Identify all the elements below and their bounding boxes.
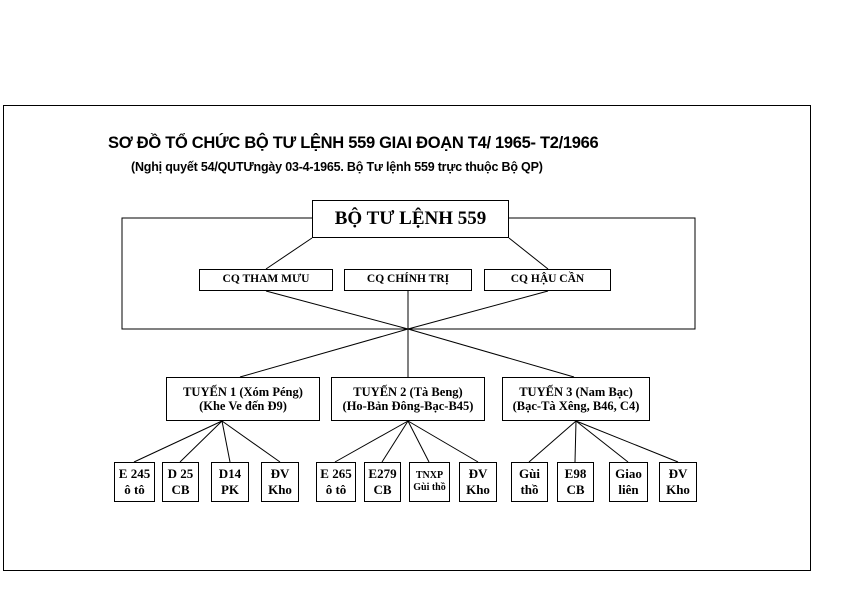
unit-label: E 265 xyxy=(320,466,352,482)
connector-line-3-unit-2 xyxy=(574,420,577,463)
command-label: BỘ TƯ LỆNH 559 xyxy=(334,208,487,230)
unit-label: ĐV xyxy=(668,466,688,482)
connector-line-3-unit-3 xyxy=(575,420,629,463)
unit-box-l3-3: Giao liên xyxy=(609,462,648,502)
unit-box-l2-2: E279 CB xyxy=(364,462,401,502)
unit-box-l1-3: D14 PK xyxy=(211,462,249,502)
connector-line-1-unit-1 xyxy=(133,420,223,463)
unit-label: Giao xyxy=(615,466,642,482)
agency-label: CQ HẬU CẦN xyxy=(510,273,585,286)
connector-command-agency-1 xyxy=(265,237,313,270)
unit-box-l1-4: ĐV Kho xyxy=(261,462,299,502)
connector-command-agency-3 xyxy=(508,237,549,270)
page-title: SƠ ĐỒ TỔ CHỨC BỘ TƯ LỆNH 559 GIAI ĐOẠN T… xyxy=(108,134,599,152)
unit-label: ĐV xyxy=(468,466,488,482)
line-title: TUYẾN 1 (Xóm Péng) xyxy=(183,384,303,399)
page-subtitle: (Nghị quyết 54/QUTƯngày 03-4-1965. Bộ Tư… xyxy=(131,160,543,174)
command-box: BỘ TƯ LỆNH 559 xyxy=(312,200,509,238)
unit-box-l3-2: E98 CB xyxy=(557,462,594,502)
line-route: (Bạc-Tà Xêng, B46, C4) xyxy=(512,399,640,413)
unit-sublabel: CB xyxy=(171,482,190,497)
connector-line-2-unit-2 xyxy=(381,420,409,463)
line-box-3: TUYẾN 3 (Nam Bạc) (Bạc-Tà Xêng, B46, C4) xyxy=(502,377,650,421)
unit-label: E 245 xyxy=(118,466,151,482)
connector-line-3-unit-1 xyxy=(528,420,577,463)
agency-box-political: CQ CHÍNH TRỊ xyxy=(344,269,472,291)
connector-hub-line-1 xyxy=(239,328,409,378)
unit-sublabel: Kho xyxy=(466,482,490,497)
unit-sublabel: liên xyxy=(618,482,639,497)
line-route: (Khe Ve đến Đ9) xyxy=(199,399,287,413)
unit-sublabel: CB xyxy=(566,482,585,497)
unit-label: D 25 xyxy=(167,466,194,482)
agency-box-staff: CQ THAM MƯU xyxy=(199,269,333,291)
unit-sublabel: thồ xyxy=(520,482,539,497)
line-title: TUYẾN 3 (Nam Bạc) xyxy=(519,384,633,399)
unit-sublabel: Kho xyxy=(268,482,292,497)
unit-sublabel: ô tô xyxy=(124,482,145,497)
unit-sublabel: PK xyxy=(220,482,240,497)
unit-sublabel: Kho xyxy=(666,482,690,497)
connector-line-1-unit-4 xyxy=(221,420,281,463)
connector-hub-line-3 xyxy=(407,328,575,378)
diagram-frame xyxy=(3,105,811,571)
unit-label: D14 xyxy=(218,466,242,482)
line-box-2: TUYẾN 2 (Tà Beng) (Ho-Bản Đông-Bạc-B45) xyxy=(331,377,485,421)
unit-box-l2-4: ĐV Kho xyxy=(459,462,497,502)
unit-sublabel: ô tô xyxy=(325,482,347,497)
connector-agency-3-hub xyxy=(407,290,549,330)
connector-line-2-unit-4 xyxy=(407,420,479,463)
line-title: TUYẾN 2 (Tà Beng) xyxy=(353,384,463,399)
unit-sublabel: Gùi thồ xyxy=(413,482,446,493)
unit-box-l1-1: E 245 ô tô xyxy=(114,462,155,502)
unit-label: E279 xyxy=(368,466,397,482)
connector-agency-1-hub xyxy=(265,290,409,330)
agency-label: CQ CHÍNH TRỊ xyxy=(366,273,450,286)
agency-label: CQ THAM MƯU xyxy=(222,273,310,286)
unit-box-l2-1: E 265 ô tô xyxy=(316,462,356,502)
connector-line-2-unit-3 xyxy=(407,420,430,463)
unit-box-l1-2: D 25 CB xyxy=(162,462,199,502)
unit-box-l3-4: ĐV Kho xyxy=(659,462,697,502)
unit-box-l3-1: Gùi thồ xyxy=(511,462,548,502)
unit-label: E98 xyxy=(564,466,587,482)
connector-line-3-unit-4 xyxy=(575,420,679,463)
line-route: (Ho-Bản Đông-Bạc-B45) xyxy=(342,399,474,413)
connector-line-1-unit-3 xyxy=(221,420,231,463)
line-box-1: TUYẾN 1 (Xóm Péng) (Khe Ve đến Đ9) xyxy=(166,377,320,421)
unit-label: TNXP xyxy=(415,470,444,481)
agency-box-logistics: CQ HẬU CẦN xyxy=(484,269,611,291)
unit-sublabel: CB xyxy=(373,482,392,497)
connector-line-2-unit-1 xyxy=(334,420,409,463)
unit-label: Gùi xyxy=(519,466,540,482)
unit-label: ĐV xyxy=(270,466,290,482)
connector-line-1-unit-2 xyxy=(179,420,223,463)
unit-box-l2-3: TNXP Gùi thồ xyxy=(409,462,450,502)
